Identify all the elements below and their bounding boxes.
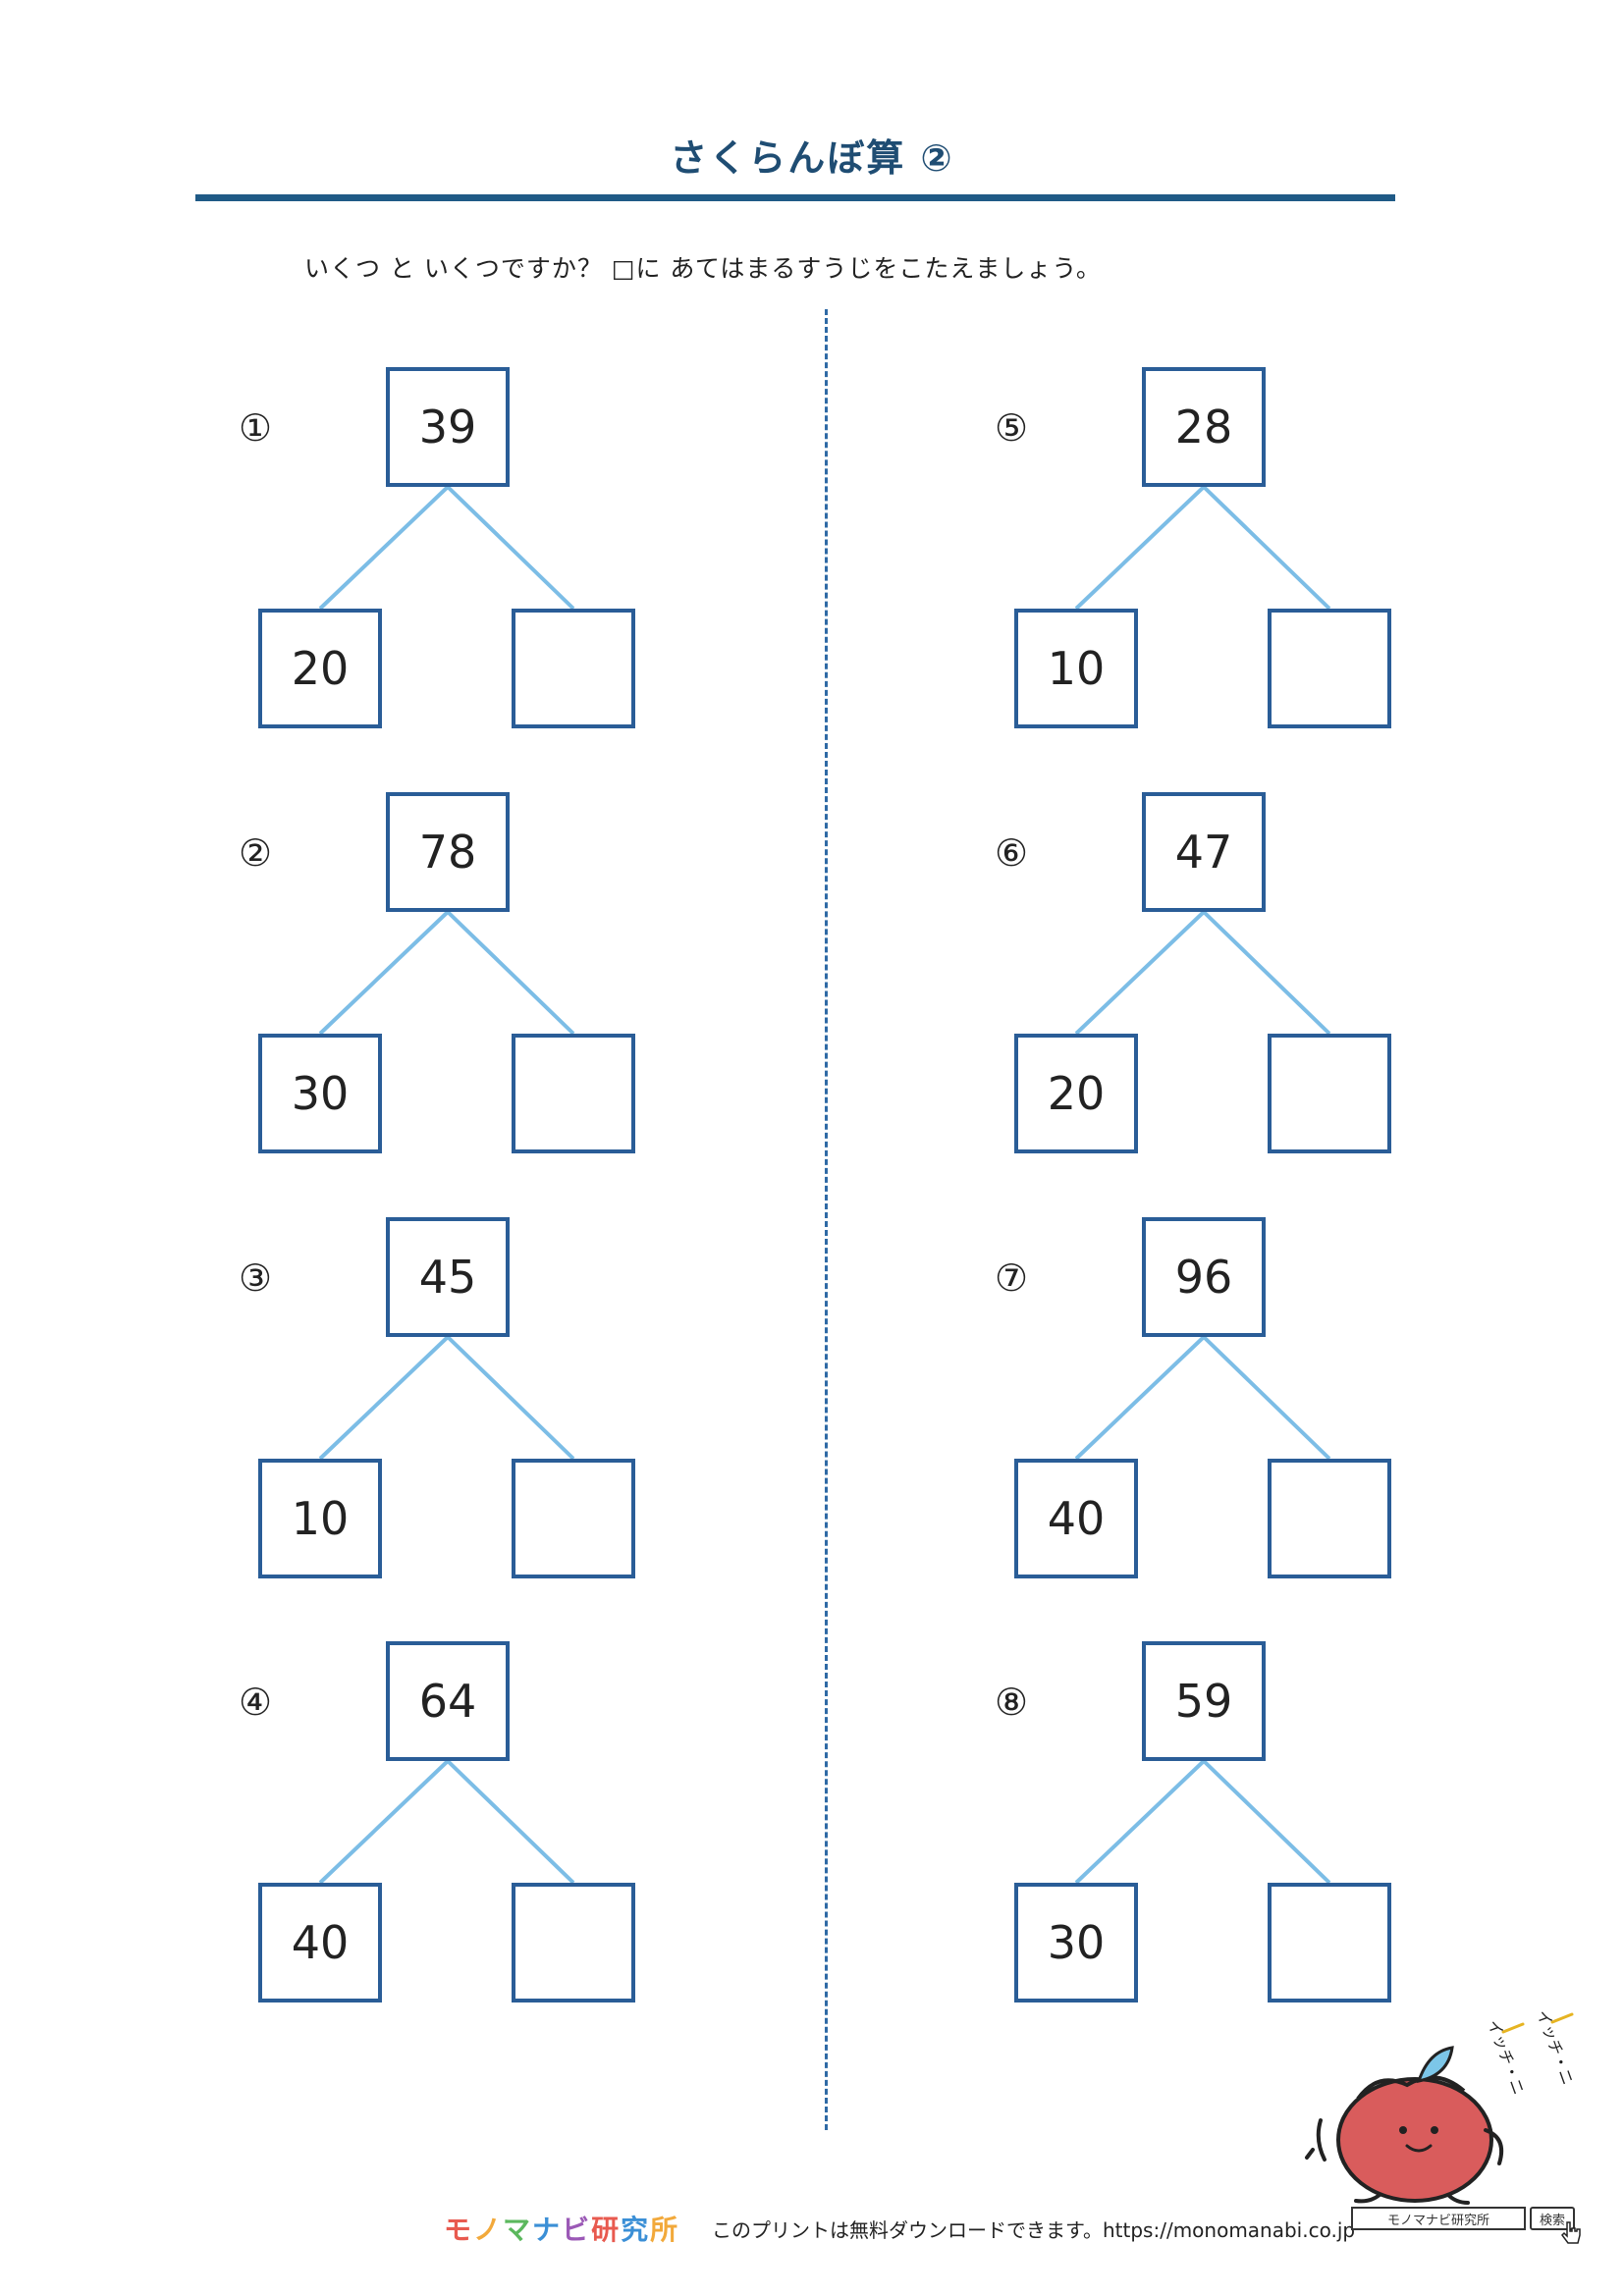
branch-lines [1074,910,1331,1036]
branch-lines [1074,1335,1331,1461]
problem-8: ⑧ 59 30 [995,1641,1505,2014]
pointer-cursor-icon [1561,2221,1581,2244]
branch-lines [318,1335,575,1461]
part-box: 20 [258,609,382,728]
branch-lines [318,910,575,1036]
branch-lines [1074,1759,1331,1885]
total-box: 96 [1142,1217,1266,1337]
problem-number: ② [239,831,273,875]
column-divider [825,309,828,2130]
logo-char: ナ [532,2214,563,2246]
total-box: 39 [386,367,510,487]
answer-box[interactable] [1268,1034,1391,1153]
part-box: 40 [1014,1459,1138,1578]
total-box: 28 [1142,367,1266,487]
part-box: 40 [258,1883,382,2002]
total-box: 45 [386,1217,510,1337]
problem-number: ⑦ [995,1256,1029,1300]
logo-char: モ [444,2214,474,2246]
total-box: 47 [1142,792,1266,912]
logo-char: マ [503,2214,533,2246]
logo-char: ビ [562,2214,592,2246]
problem-7: ⑦ 96 40 [995,1217,1505,1590]
part-box: 10 [258,1459,382,1578]
problem-number: ⑧ [995,1681,1029,1724]
search-input[interactable]: モノマナビ研究所 [1351,2207,1526,2230]
part-box: 30 [1014,1883,1138,2002]
page-title: さくらんぼ算 ② [670,136,954,180]
logo-char: 研 [591,2214,622,2246]
footer-text: このプリントは無料ダウンロードできます。https://monomanabi.c… [712,2218,1356,2242]
part-box: 30 [258,1034,382,1153]
answer-box[interactable] [1268,1459,1391,1578]
total-box: 78 [386,792,510,912]
mascot-chant-2: イッチ・ニ [1533,2007,1577,2088]
search-button[interactable]: 検索 [1530,2207,1575,2230]
problem-4: ④ 64 40 [239,1641,749,2014]
answer-box[interactable] [512,1883,635,2002]
apple-mascot-icon: イッチ・ニ イッチ・ニ [1305,2007,1577,2205]
problem-number: ⑤ [995,406,1029,450]
problem-number: ④ [239,1681,273,1724]
problem-number: ① [239,406,273,450]
problem-5: ⑤ 28 10 [995,367,1505,740]
total-box: 64 [386,1641,510,1761]
problem-3: ③ 45 10 [239,1217,749,1590]
problem-number: ⑥ [995,831,1029,875]
answer-box[interactable] [1268,1883,1391,2002]
problem-2: ② 78 30 [239,792,749,1165]
logo-char: 所 [650,2214,680,2246]
title-underline [195,194,1395,201]
total-box: 59 [1142,1641,1266,1761]
logo-char: ノ [473,2214,504,2246]
problem-1: ① 39 20 [239,367,749,740]
part-box: 20 [1014,1034,1138,1153]
branch-lines [318,485,575,611]
branch-lines [1074,485,1331,611]
problem-number: ③ [239,1256,273,1300]
answer-box[interactable] [512,1459,635,1578]
branch-lines [318,1759,575,1885]
answer-box[interactable] [512,609,635,728]
mascot-chant-1: イッチ・ニ [1484,2017,1528,2098]
logo-char: 究 [621,2214,651,2246]
part-box: 10 [1014,609,1138,728]
answer-box[interactable] [512,1034,635,1153]
answer-box[interactable] [1268,609,1391,728]
footer-logo[interactable]: モノマナビ研究所 [444,2209,679,2248]
problem-6: ⑥ 47 20 [995,792,1505,1165]
instruction-text: いくつ と いくつですか？ □に あてはまるすうじをこたえましょう。 [304,254,1102,283]
